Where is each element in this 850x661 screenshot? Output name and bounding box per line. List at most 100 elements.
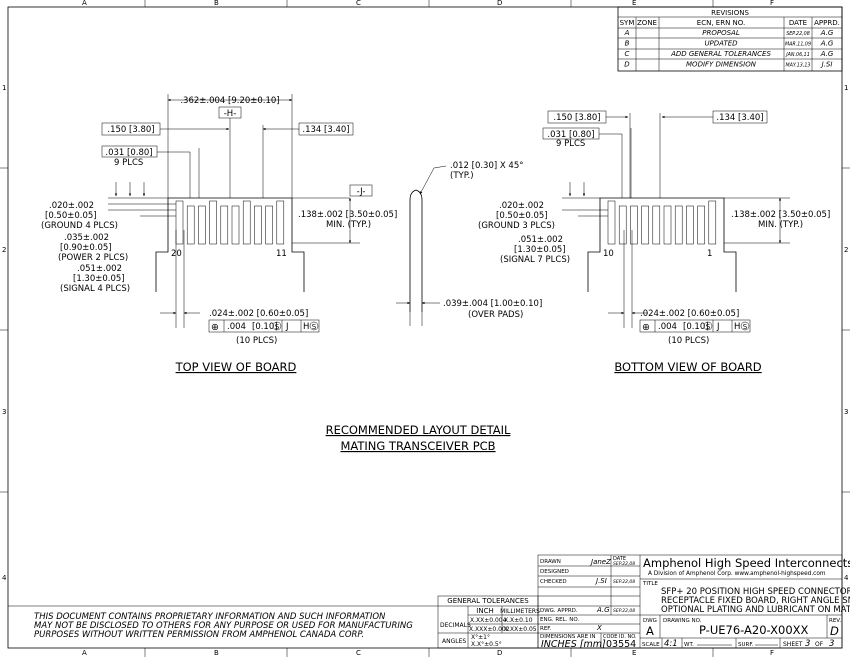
bottom-fcf-rfs-1: S — [706, 323, 711, 331]
bottom-dim-020-note: (GROUND 3 PLCS) — [478, 221, 555, 231]
tol-ang2: X.X°±0.5° — [471, 641, 502, 648]
top-fcf-datum-j: J — [285, 322, 289, 332]
bottom-fcf-datum-h: H — [734, 322, 740, 332]
tb-code-label: CODE ID. NO. — [603, 634, 637, 640]
tol-dec2-mm: X.XX±0.05 — [504, 626, 537, 633]
tb-title-line-1: SFP+ 20 POSITION HIGH SPEED CONNECTOR — [661, 587, 850, 597]
zone-col-c-top: C — [356, 0, 361, 7]
rev-row-ecn: UPDATED — [704, 40, 738, 48]
tb-scale-label: SCALE — [642, 642, 660, 648]
side-thickness-note: (OVER PADS) — [468, 310, 523, 320]
rev-row-sym: C — [625, 50, 630, 58]
contact-pad — [254, 205, 262, 245]
zone-col-a-top: A — [82, 0, 87, 7]
tb-date-label: DATE — [613, 556, 626, 562]
general-tolerances-table: GENERAL TOLERANCES INCH MILLIMETERS DECI… — [437, 595, 540, 649]
bottom-dim-031: .031 [0.80] — [547, 130, 594, 140]
tb-scale: 4:1 — [664, 639, 678, 649]
contact-pad — [265, 205, 273, 245]
contact-pad — [186, 205, 195, 245]
tb-title-label: TITLE — [642, 581, 658, 587]
zone-row-3-right: 3 — [844, 408, 848, 416]
contact-pad — [220, 205, 229, 245]
rev-row-ecn: PROPOSAL — [702, 29, 740, 37]
bottom-fcf-mm: [0.10] — [683, 322, 709, 332]
top-pin-20: 20 — [171, 249, 182, 259]
zone-col-f-bottom: F — [770, 649, 774, 657]
rev-row-date: JAN.06,11 — [785, 52, 810, 58]
zone-row-4-right: 4 — [844, 574, 849, 582]
rev-header-ecn: ECN, ERN NO. — [697, 19, 745, 27]
revisions-title: REVISIONS — [711, 9, 749, 17]
rev-row-appr: J.SI — [820, 61, 833, 69]
rev-header-sym: SYM — [620, 19, 635, 27]
contact-pad — [618, 205, 627, 245]
tb-title-line-2: RECEPTACLE FIXED BOARD, RIGHT ANGLE SMT — [661, 596, 850, 606]
top-fcf-mm: [0.10] — [252, 322, 278, 332]
side-view: .012 [0.30] X 45° (TYP.) .039±.004 [1.00… — [396, 161, 542, 326]
rev-row-appr: A.G — [820, 29, 834, 37]
tb-designed-label: DESIGNED — [540, 569, 569, 575]
top-dim-051-mm: [1.30±0.05] — [73, 274, 125, 284]
top-dim-024: .024±.002 [0.60±0.05] — [209, 309, 308, 319]
bottom-position-tolerance-frame: ⊕ .004 [0.10] S J H S — [639, 319, 751, 333]
top-position-tolerance-frame: ⊕ .004 [0.10] S J H S — [208, 319, 320, 333]
zone-col-a-bottom: A — [82, 649, 87, 657]
notice-line-2: MAY NOT BE DISCLOSED TO OTHERS FOR ANY P… — [34, 621, 413, 631]
bottom-dim-138-note: MIN. (TYP.) — [758, 220, 803, 230]
bottom-fcf-rfs-2: S — [743, 323, 748, 331]
bottom-dim-150: .150 [3.80] — [553, 113, 600, 123]
revisions-table: REVISIONS SYM ZONE ECN, ERN NO. DATE APP… — [617, 6, 843, 72]
top-board-outline — [155, 197, 305, 292]
rev-row-ecn: MODIFY DIMENSION — [686, 61, 757, 69]
tb-ref-label: REF. — [540, 626, 552, 632]
top-dim-051: .051±.002 — [77, 264, 122, 274]
tol-dec2-inch: X.XXX±0.002 — [469, 626, 510, 633]
tb-company: Amphenol High Speed Interconnects — [643, 556, 850, 570]
bottom-dim-024: .024±.002 [0.60±0.05] — [640, 309, 739, 319]
tb-of-label: OF — [815, 641, 824, 648]
rev-row-appr: A.G — [820, 40, 834, 48]
zone-row-4-left: 4 — [2, 574, 7, 582]
top-dim-020-mm: [0.50±0.05] — [45, 211, 97, 221]
top-fcf-tol: .004 — [227, 322, 246, 332]
zone-row-2-right: 2 — [844, 246, 848, 254]
zone-row-3-left: 3 — [2, 408, 6, 416]
tb-checked-by: J.SI — [594, 577, 607, 585]
zone-col-e-bottom: E — [632, 649, 636, 657]
tol-dec1-mm: X.X±0.10 — [504, 617, 533, 624]
tol-dec1-inch: X.XX±0.004 — [470, 617, 507, 624]
top-dim-035: .035±.002 — [64, 233, 109, 243]
zone-row-1-left: 1 — [2, 84, 6, 92]
tb-eng-rel-label: ENG. REL. NO. — [540, 617, 579, 623]
top-dim-031-plcs: 9 PLCS — [114, 158, 143, 168]
top-fcf-position-icon: ⊕ — [211, 322, 219, 333]
top-pads — [175, 200, 285, 245]
rev-row-sym: D — [624, 61, 630, 69]
bottom-plcs: (10 PLCS) — [668, 336, 709, 346]
zone-col-b-top: B — [214, 0, 219, 7]
tb-dwg-size: A — [646, 624, 654, 638]
top-dim-035-mm: [0.90±0.05] — [60, 243, 112, 253]
zone-col-d-top: D — [497, 0, 502, 7]
tb-surf-label: SURF. — [738, 642, 754, 648]
side-thickness: .039±.004 [1.00±0.10] — [443, 299, 542, 309]
top-pin-11: 11 — [276, 249, 287, 259]
zone-col-b-bottom: B — [214, 649, 219, 657]
bottom-dim-051-note: (SIGNAL 7 PLCS) — [500, 255, 570, 265]
top-dim-134: .134 [3.40] — [302, 125, 349, 135]
zone-row-2-left: 2 — [2, 246, 6, 254]
bottom-dim-020-mm: [0.50±0.05] — [496, 211, 548, 221]
rev-row-date: MAY.13,13 — [786, 63, 811, 69]
top-dim-035-note: (POWER 2 PLCS) — [58, 253, 128, 263]
contact-pad — [686, 205, 694, 245]
tb-rev-label: REV. — [829, 618, 841, 624]
title-block: DRAWN JaneZ DATE SEP.22,08 DESIGNED CHEC… — [537, 554, 850, 650]
bottom-pin-1: 1 — [707, 249, 712, 259]
tb-checked-date: SEP.22,08 — [613, 579, 635, 585]
contact-pad — [641, 205, 649, 245]
rev-row-sym: B — [625, 40, 630, 48]
layout-detail-subtitle: MATING TRANSCEIVER PCB — [340, 439, 495, 453]
